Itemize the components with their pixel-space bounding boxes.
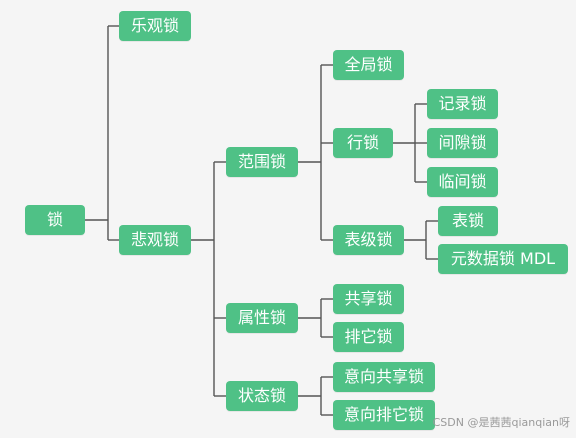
node-exclusive-lock[interactable]: 排它锁 <box>333 322 404 352</box>
node-table-lock[interactable]: 表锁 <box>438 206 498 236</box>
node-metadata-lock[interactable]: 元数据锁 MDL <box>438 244 568 274</box>
node-root-lock[interactable]: 锁 <box>25 205 85 235</box>
node-table-level-lock[interactable]: 表级锁 <box>333 225 404 255</box>
watermark: CSDN @是茜茜qianqian呀 <box>432 416 570 429</box>
node-record-lock[interactable]: 记录锁 <box>427 89 498 119</box>
node-global-lock[interactable]: 全局锁 <box>333 50 404 80</box>
node-state-lock[interactable]: 状态锁 <box>226 381 298 411</box>
node-next-key-lock[interactable]: 临间锁 <box>427 167 498 197</box>
node-intent-shared-lock[interactable]: 意向共享锁 <box>333 362 435 392</box>
node-intent-exclusive-lock[interactable]: 意向排它锁 <box>333 400 435 430</box>
node-attribute-lock[interactable]: 属性锁 <box>226 303 298 333</box>
node-optimistic-lock[interactable]: 乐观锁 <box>119 11 191 41</box>
node-gap-lock[interactable]: 间隙锁 <box>427 128 498 158</box>
node-row-lock[interactable]: 行锁 <box>333 128 393 158</box>
node-pessimistic-lock[interactable]: 悲观锁 <box>119 225 191 255</box>
node-scope-lock[interactable]: 范围锁 <box>226 147 298 177</box>
node-shared-lock[interactable]: 共享锁 <box>333 284 404 314</box>
